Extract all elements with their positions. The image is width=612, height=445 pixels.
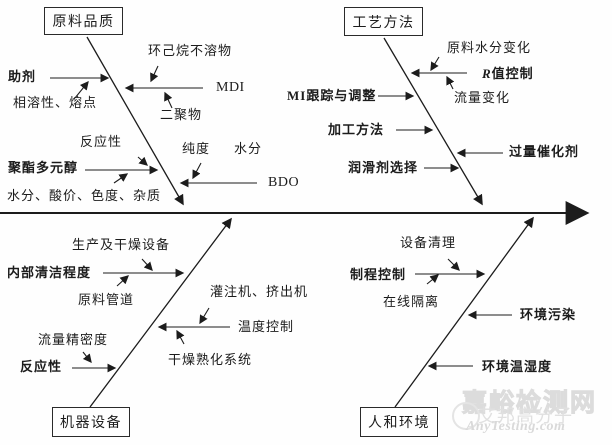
sub-arrow-flow-rate-change <box>446 75 455 90</box>
main-cause-process-control: 制程控制 <box>350 267 407 282</box>
main-cause-mi-tracking-adjustment: MI跟踪与调整 <box>287 88 377 103</box>
sub-cause-raw-material-pipeline: 原料管道 <box>78 292 135 307</box>
sub-arrow-drying-curing <box>176 329 185 345</box>
sub-cause-purity: 纯度 <box>182 141 211 156</box>
sub-cause-reactivity-raw-material: 反应性 <box>80 134 123 149</box>
main-cause-internal-cleanliness: 内部清洁程度 <box>7 265 92 280</box>
category-box-process-method: 工艺方法 <box>344 7 423 36</box>
sub-arrow-pipeline <box>116 275 129 287</box>
sub-cause-flow-rate-change: 流量变化 <box>454 90 511 105</box>
sub-cause-cyclohexane-insolubles: 环己烷不溶物 <box>148 43 233 58</box>
watermark-site-url: AnyTesting.com <box>466 419 566 434</box>
watermark-logo-circle <box>452 402 480 430</box>
branch-line-machine-equipment <box>89 217 232 408</box>
main-cause-processing-method: 加工方法 <box>328 122 385 137</box>
sub-arrow-purity <box>192 162 202 180</box>
main-cause-reactivity-machine: 反应性 <box>20 359 63 374</box>
sub-cause-filling-extruding-machine: 灌注机、挤出机 <box>210 284 309 299</box>
sub-arrow-moisture-acid <box>113 173 129 184</box>
sub-arrow-online-isolation <box>426 274 440 285</box>
main-cause-bdo: BDO <box>268 175 300 190</box>
r-value-rest: 值控制 <box>491 66 534 81</box>
main-cause-additive: 助剂 <box>8 69 37 84</box>
sub-cause-flow-precision: 流量精密度 <box>38 332 109 347</box>
branch-line-people-environment <box>394 216 534 408</box>
main-cause-polyester-polyol: 聚酯多元醇 <box>8 160 79 175</box>
sub-cause-moisture-acid-color-impurity: 水分、酸价、色度、杂质 <box>7 188 162 203</box>
main-cause-environmental-pollution: 环境污染 <box>520 307 577 322</box>
category-box-machine-equipment: 机器设备 <box>52 407 130 437</box>
sub-cause-production-drying-equipment: 生产及干燥设备 <box>72 237 171 252</box>
sub-cause-dimer: 二聚物 <box>160 107 203 122</box>
sub-cause-compatibility-melting-point: 相溶性、熔点 <box>13 95 98 110</box>
sub-cause-equipment-cleaning: 设备清理 <box>400 235 457 250</box>
watermark-brand: 艾邦高分子 <box>478 406 573 426</box>
sub-arrow-equipment-cleaning <box>447 258 460 271</box>
sub-arrow-raw-moisture-change <box>430 56 440 72</box>
sub-arrow-dimer <box>164 91 173 109</box>
main-cause-temperature-control: 温度控制 <box>238 319 295 334</box>
main-cause-environment-temp-humidity: 环境温湿度 <box>482 359 553 374</box>
sub-cause-raw-material-moisture-change: 原料水分变化 <box>447 40 532 55</box>
sub-arrow-compatibility <box>74 80 89 99</box>
branch-line-process-method <box>383 37 483 206</box>
sub-arrow-flow-precision <box>82 351 92 364</box>
category-box-raw-material: 原料品质 <box>44 7 123 35</box>
r-value-italic-prefix: R <box>482 66 492 81</box>
sub-arrow-cyclohexane <box>150 65 159 83</box>
main-cause-excess-catalyst: 过量催化剂 <box>509 144 580 159</box>
branch-line-raw-material <box>86 36 184 206</box>
main-cause-lubricant-selection: 润滑剂选择 <box>348 160 419 175</box>
sub-cause-moisture: 水分 <box>234 141 263 156</box>
main-cause-r-value-control: R值控制 <box>482 66 534 81</box>
category-box-people-environment: 人和环境 <box>360 407 438 437</box>
main-cause-mdi: MDI <box>216 80 245 95</box>
sub-arrow-reactivity-tl <box>137 156 148 166</box>
watermark-site-name: 嘉峪检测网 <box>461 390 598 418</box>
sub-arrow-production-drying <box>141 258 153 271</box>
sub-cause-online-isolation: 在线隔离 <box>383 294 440 309</box>
sub-cause-drying-curing-system: 干燥熟化系统 <box>168 352 253 367</box>
sub-arrow-filling-machine <box>199 307 210 325</box>
